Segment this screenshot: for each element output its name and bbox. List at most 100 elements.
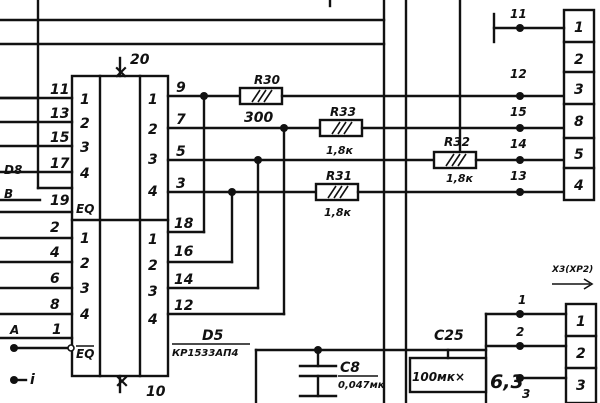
r30-value: 300 <box>244 110 273 126</box>
r32-ref: R32 <box>444 135 470 149</box>
r33-value: 1,8к <box>326 144 353 157</box>
r33-ref: R33 <box>330 105 356 119</box>
pin-15-label: 15 <box>50 130 70 146</box>
conn-top-cell-1: 1 <box>574 20 584 36</box>
pin-8-label: 8 <box>50 297 60 313</box>
net-label-12: 12 <box>510 67 527 81</box>
conn-top-cell-3: 3 <box>574 82 584 98</box>
r32-hatch <box>445 153 467 167</box>
c25-value: 100мк× <box>412 370 465 384</box>
ic-out-b1: 1 <box>148 232 158 248</box>
ic-in-b1: 1 <box>80 231 90 247</box>
conn-top-cell-8: 8 <box>574 114 584 130</box>
pin-6-label: 6 <box>50 271 60 287</box>
ic-out-4: 4 <box>147 184 158 200</box>
net-label-15: 15 <box>510 105 527 119</box>
ic-out-2: 2 <box>148 122 158 138</box>
r31-hatch <box>327 185 349 199</box>
pin-11-label: 11 <box>50 82 69 98</box>
pin-13-label: 13 <box>50 106 69 122</box>
ic-part: КР1533АП4 <box>172 348 238 359</box>
pin-18-label: 18 <box>174 216 194 232</box>
junction-9 <box>200 92 208 100</box>
ic-out-b3: 3 <box>148 284 158 300</box>
ic-out-1: 1 <box>148 92 158 108</box>
junction-x3-2 <box>516 342 524 350</box>
ic-in-1: 1 <box>80 92 90 108</box>
conn-top-cell-4: 4 <box>573 178 584 194</box>
r32-value: 1,8к <box>446 172 473 185</box>
resistor-r32 <box>432 150 478 170</box>
resistor-r31 <box>314 182 360 202</box>
junction-c8 <box>314 346 322 354</box>
junction-14 <box>516 156 524 164</box>
pin-17-label: 17 <box>50 156 70 172</box>
inversion-bubble <box>67 344 75 352</box>
conn-top-cell-5: 5 <box>574 147 584 163</box>
pin-4-label: 4 <box>49 245 60 261</box>
net-label-x3-1: 1 <box>518 293 526 307</box>
c8-ref: C8 <box>340 360 360 376</box>
pin-19-label: 19 <box>50 193 70 209</box>
junction-7 <box>280 124 288 132</box>
c8-value: 0,047мк <box>338 380 385 391</box>
pin-5-label: 5 <box>176 144 186 160</box>
c25-ref: C25 <box>434 328 464 344</box>
junction-13 <box>516 188 524 196</box>
net-label-14: 14 <box>510 137 527 151</box>
r30-hatch <box>251 89 273 103</box>
ic-in-3: 3 <box>80 140 90 156</box>
edge-label-d8: D8 <box>4 163 22 177</box>
pin-16-label: 16 <box>174 244 194 260</box>
ic-in-b2: 2 <box>80 256 90 272</box>
ic-out-b4: 4 <box>147 312 158 328</box>
ic-out-b2: 2 <box>148 258 158 274</box>
ic-ground-pin: 10 <box>146 384 166 400</box>
resistor-r30 <box>238 86 284 106</box>
net-label-x3-3: 3 <box>522 387 530 401</box>
ic-power-cross: × <box>113 61 129 83</box>
junction-15 <box>516 124 524 132</box>
junction-pin11 <box>516 24 524 32</box>
conn-x3-name: X3(XP2) <box>551 265 593 275</box>
conn-x3-cell-2: 2 <box>576 346 586 362</box>
conn-x3-cell-1: 1 <box>576 314 586 330</box>
net-label-13: 13 <box>510 169 527 183</box>
r33-hatch <box>331 121 353 135</box>
ic-ground-cross: × <box>114 370 130 392</box>
ic-d5-body <box>70 74 170 378</box>
resistor-r33 <box>318 118 364 138</box>
pin-1-label: 1 <box>52 322 62 338</box>
pin-2-label: 2 <box>50 220 60 236</box>
junction-x3-3 <box>516 374 524 382</box>
c25-voltage: 6,3 <box>490 371 524 393</box>
ic-in-b3: 3 <box>80 281 90 297</box>
ic-out-3: 3 <box>148 152 158 168</box>
ic-in-b4: 4 <box>79 307 90 323</box>
pin-9-label: 9 <box>176 80 186 96</box>
junction-x3-1 <box>516 310 524 318</box>
junction-3 <box>228 188 236 196</box>
pin-12-label: 12 <box>174 298 193 314</box>
ic-in-2: 2 <box>80 116 90 132</box>
conn-top-cell-2: 2 <box>574 52 584 68</box>
connector-x3 <box>564 302 598 403</box>
ic-ref: D5 <box>202 328 224 344</box>
pin-14-label: 14 <box>174 272 193 288</box>
net-label-x3-2: 2 <box>516 325 524 339</box>
edge-label-a: A <box>9 323 19 337</box>
junction-12 <box>516 92 524 100</box>
pin-7-label: 7 <box>176 112 186 128</box>
r31-ref: R31 <box>326 169 352 183</box>
pin-3-label: 3 <box>176 176 186 192</box>
edge-label-b: B <box>4 187 13 201</box>
ic-enable-bottom: EQ <box>76 347 94 361</box>
junction-a <box>10 344 18 352</box>
ic-enable-top: EQ <box>76 202 94 216</box>
ic-in-4: 4 <box>79 166 90 182</box>
r31-value: 1,8к <box>324 206 351 219</box>
conn-top-pin-above: 11 <box>510 7 527 21</box>
junction-5 <box>254 156 262 164</box>
conn-x3-cell-3: 3 <box>576 378 586 394</box>
